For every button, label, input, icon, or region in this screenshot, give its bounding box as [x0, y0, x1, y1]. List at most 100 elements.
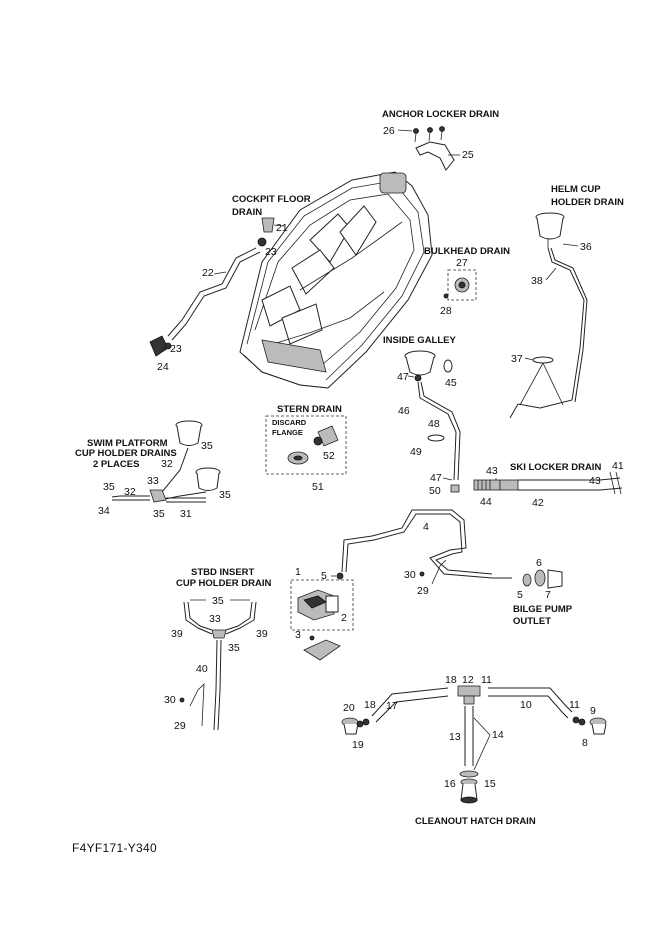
callout-14: 14 — [492, 729, 504, 741]
callout-7: 7 — [545, 589, 551, 601]
callout-15: 15 — [484, 778, 496, 790]
callout-24: 24 — [157, 361, 169, 373]
cockpit-floor-drain-group: COCKPIT FLOOR DRAIN 21 23 22 23 24 — [149, 194, 311, 373]
drain-hose-17-part — [371, 687, 449, 717]
figure-code: F4YF171-Y340 — [72, 841, 157, 855]
callout-22: 22 — [202, 267, 214, 279]
stbd-insert-label-line2: CUP HOLDER DRAIN — [176, 578, 271, 589]
callout-8: 8 — [582, 737, 588, 749]
helm-cup-holder-drain-group: HELM CUP HOLDER DRAIN 36 38 37 — [509, 184, 624, 419]
callout-47a: 47 — [397, 371, 409, 383]
callout-29b: 29 — [174, 720, 186, 732]
drain-hose-40-part — [213, 639, 218, 731]
callout-5b: 5 — [517, 589, 523, 601]
bilge-pump-group: 4 5 1 2 3 30 29 6 5 7 BILGE PUMP OUTLET — [290, 509, 573, 661]
callout-38: 38 — [531, 275, 543, 287]
callout-36: 36 — [580, 241, 592, 253]
tee-fitting-12-part — [457, 685, 481, 705]
hose-hanger-29-part — [431, 559, 447, 585]
deck-drain-8-part — [589, 717, 607, 735]
ski-locker-drain-group: SKI LOCKER DRAIN 43 41 43 44 42 — [473, 460, 624, 509]
swim-platform-label-line3: 2 PLACES — [93, 459, 139, 470]
galley-sink-47-part — [404, 350, 436, 376]
callout-51: 51 — [312, 481, 324, 493]
bulkhead-drain-label: BULKHEAD DRAIN — [424, 246, 510, 257]
callout-20: 20 — [343, 702, 355, 714]
discard-label-line1: DISCARD — [272, 418, 307, 427]
callout-18b: 18 — [364, 699, 376, 711]
wye-fitting-33-part — [149, 489, 167, 503]
callout-42: 42 — [532, 497, 544, 509]
callout-35c: 35 — [103, 481, 115, 493]
drain-hose-22-part — [167, 247, 257, 337]
callout-32a: 32 — [161, 458, 173, 470]
callout-17: 17 — [386, 700, 398, 712]
nut-23-part — [257, 237, 267, 247]
discard-label-line2: FLANGE — [272, 428, 303, 437]
callout-37: 37 — [511, 353, 523, 365]
callout-46: 46 — [398, 405, 410, 417]
callout-26: 26 — [383, 125, 395, 137]
callout-11b: 11 — [569, 699, 580, 711]
hose-clamp-37-part — [532, 356, 554, 364]
anchor-locker-drain-label: ANCHOR LOCKER DRAIN — [382, 109, 499, 120]
callout-30a: 30 — [404, 569, 416, 581]
callout-2: 2 — [341, 612, 347, 624]
stern-drain-label: STERN DRAIN — [277, 404, 342, 415]
callout-25: 25 — [462, 149, 474, 161]
inside-galley-label: INSIDE GALLEY — [383, 335, 457, 346]
drain-fitting-21-part — [261, 217, 275, 233]
deck-drain-20-part — [341, 717, 359, 735]
drain-hose-10-part — [488, 687, 573, 713]
callout-35f: 35 — [228, 642, 240, 654]
swim-platform-drain-group: SWIM PLATFORM CUP HOLDER DRAINS 2 PLACES… — [75, 420, 231, 520]
callout-32b: 32 — [124, 486, 136, 498]
drain-hose-46-part — [417, 381, 457, 481]
bilge-outlet-fitting-part — [522, 569, 563, 589]
cleanout-hatch-drain-label: CLEANOUT HATCH DRAIN — [415, 816, 536, 827]
cup-holder-35a-part — [175, 420, 203, 446]
callout-40: 40 — [196, 663, 208, 675]
callout-44: 44 — [480, 496, 492, 508]
callout-13: 13 — [449, 731, 461, 743]
drain-hose-42-part — [518, 477, 621, 481]
callout-48: 48 — [428, 418, 440, 430]
callout-28: 28 — [440, 305, 452, 317]
callout-33a: 33 — [147, 475, 159, 487]
callout-11a: 11 — [481, 674, 492, 686]
callout-21: 21 — [276, 222, 288, 234]
fitting-50-part — [450, 484, 460, 493]
callout-23a: 23 — [265, 246, 277, 258]
callout-30b: 30 — [164, 694, 176, 706]
cup-holder-36-part — [535, 212, 565, 248]
discard-flange-part — [287, 451, 309, 465]
stbd-insert-label-line1: STBD INSERT — [191, 567, 255, 578]
discharge-hose-4-part — [341, 509, 512, 579]
callout-39b: 39 — [256, 628, 268, 640]
callout-1: 1 — [295, 566, 301, 578]
bilge-pump-1-part — [297, 589, 339, 621]
helm-cup-label-line2: HOLDER DRAIN — [551, 197, 624, 208]
callout-45: 45 — [445, 377, 457, 389]
callout-47b: 47 — [430, 472, 442, 484]
ski-locker-drain-label: SKI LOCKER DRAIN — [510, 462, 601, 473]
callout-31: 31 — [180, 508, 192, 520]
callout-4: 4 — [423, 521, 429, 533]
callout-10: 10 — [520, 699, 532, 711]
cockpit-floor-label-line2: DRAIN — [232, 207, 262, 218]
hose-clamp-49-part — [427, 434, 445, 442]
callout-16: 16 — [444, 778, 456, 790]
swim-platform-label-line2: CUP HOLDER DRAINS — [75, 448, 177, 459]
bilge-pump-label-line2: OUTLET — [513, 616, 551, 627]
boat-hull-illustration — [239, 171, 433, 389]
callout-43a: 43 — [486, 465, 498, 477]
thru-hull-44-part — [473, 479, 501, 491]
o-ring-45-part — [443, 359, 453, 373]
callout-50: 50 — [429, 485, 441, 497]
callout-33b: 33 — [209, 613, 221, 625]
callout-6: 6 — [536, 557, 542, 569]
callout-34: 34 — [98, 505, 110, 517]
callout-23b: 23 — [170, 343, 182, 355]
callout-27: 27 — [456, 257, 468, 269]
callout-35b: 35 — [219, 489, 231, 501]
